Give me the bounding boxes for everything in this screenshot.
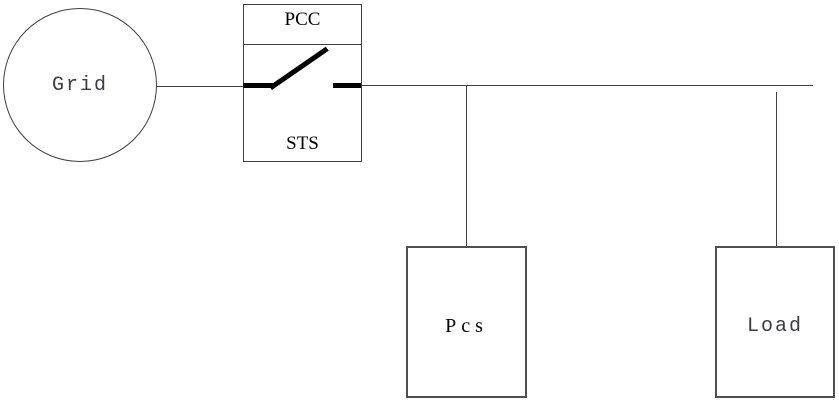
load-label: Load: [746, 314, 803, 338]
load-node: Load: [715, 246, 835, 398]
grid-to-sts-connector: [157, 86, 243, 87]
bus-to-pcs-connector: [466, 86, 467, 246]
grid-node: Grid: [3, 8, 157, 162]
pcs-node: Pcs: [406, 246, 527, 398]
bus-to-load-connector: [776, 92, 777, 246]
bus-line: [361, 85, 813, 86]
pcs-label: Pcs: [445, 314, 488, 337]
pcc-label: PCC: [284, 9, 321, 30]
pcc-section: PCC: [244, 5, 361, 45]
switch-right-contact-icon: [333, 83, 361, 88]
sts-label: STS: [286, 133, 319, 154]
sts-label-wrap: STS: [244, 133, 361, 155]
grid-label: Grid: [51, 73, 108, 97]
switch-left-contact-icon: [243, 83, 273, 88]
